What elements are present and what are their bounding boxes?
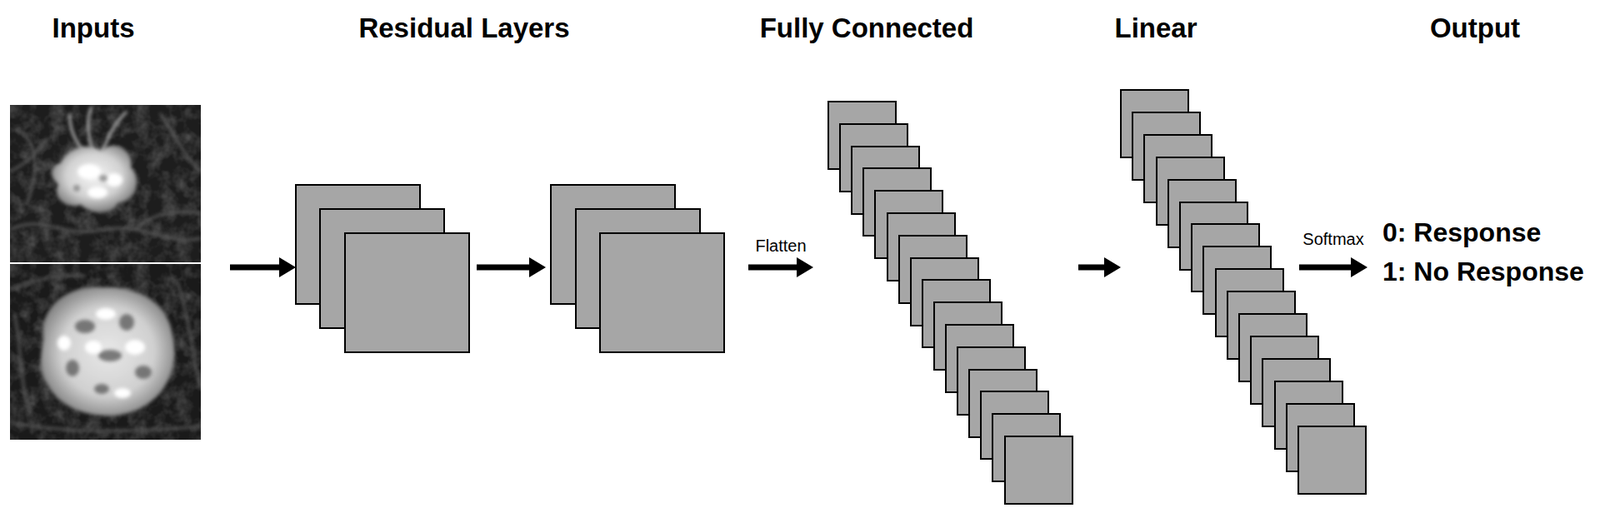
layer-group: Linear (1120, 90, 1366, 495)
column-heading: Residual Layers (358, 12, 570, 45)
column-heading: Output (1430, 12, 1520, 45)
feature-map-stack (295, 185, 725, 353)
class-label: 1: No Response (1382, 256, 1585, 288)
neuron-stack (1120, 90, 1366, 495)
layout-arrow (1299, 257, 1368, 278)
layer-group: Fully Connected (828, 101, 1073, 505)
mri-slice (10, 264, 201, 440)
flow-arrow (230, 257, 296, 278)
class-label: 0: Response (1382, 217, 1541, 249)
column-heading: Inputs (52, 12, 135, 45)
layer-group: Residual Layers (295, 185, 725, 355)
neuron-stack (828, 101, 1073, 505)
operation-label: Flatten (753, 236, 808, 256)
column-heading: Fully Connected (760, 12, 975, 45)
layout-arrow (476, 257, 546, 278)
operation-label: Softmax (1300, 230, 1365, 250)
flow-arrow (748, 257, 814, 278)
flow-arrow (1078, 257, 1121, 278)
separator (10, 262, 201, 265)
layer-group: Inputs (10, 105, 201, 442)
mri-slice (10, 105, 201, 263)
column-heading: Linear (1114, 12, 1197, 45)
